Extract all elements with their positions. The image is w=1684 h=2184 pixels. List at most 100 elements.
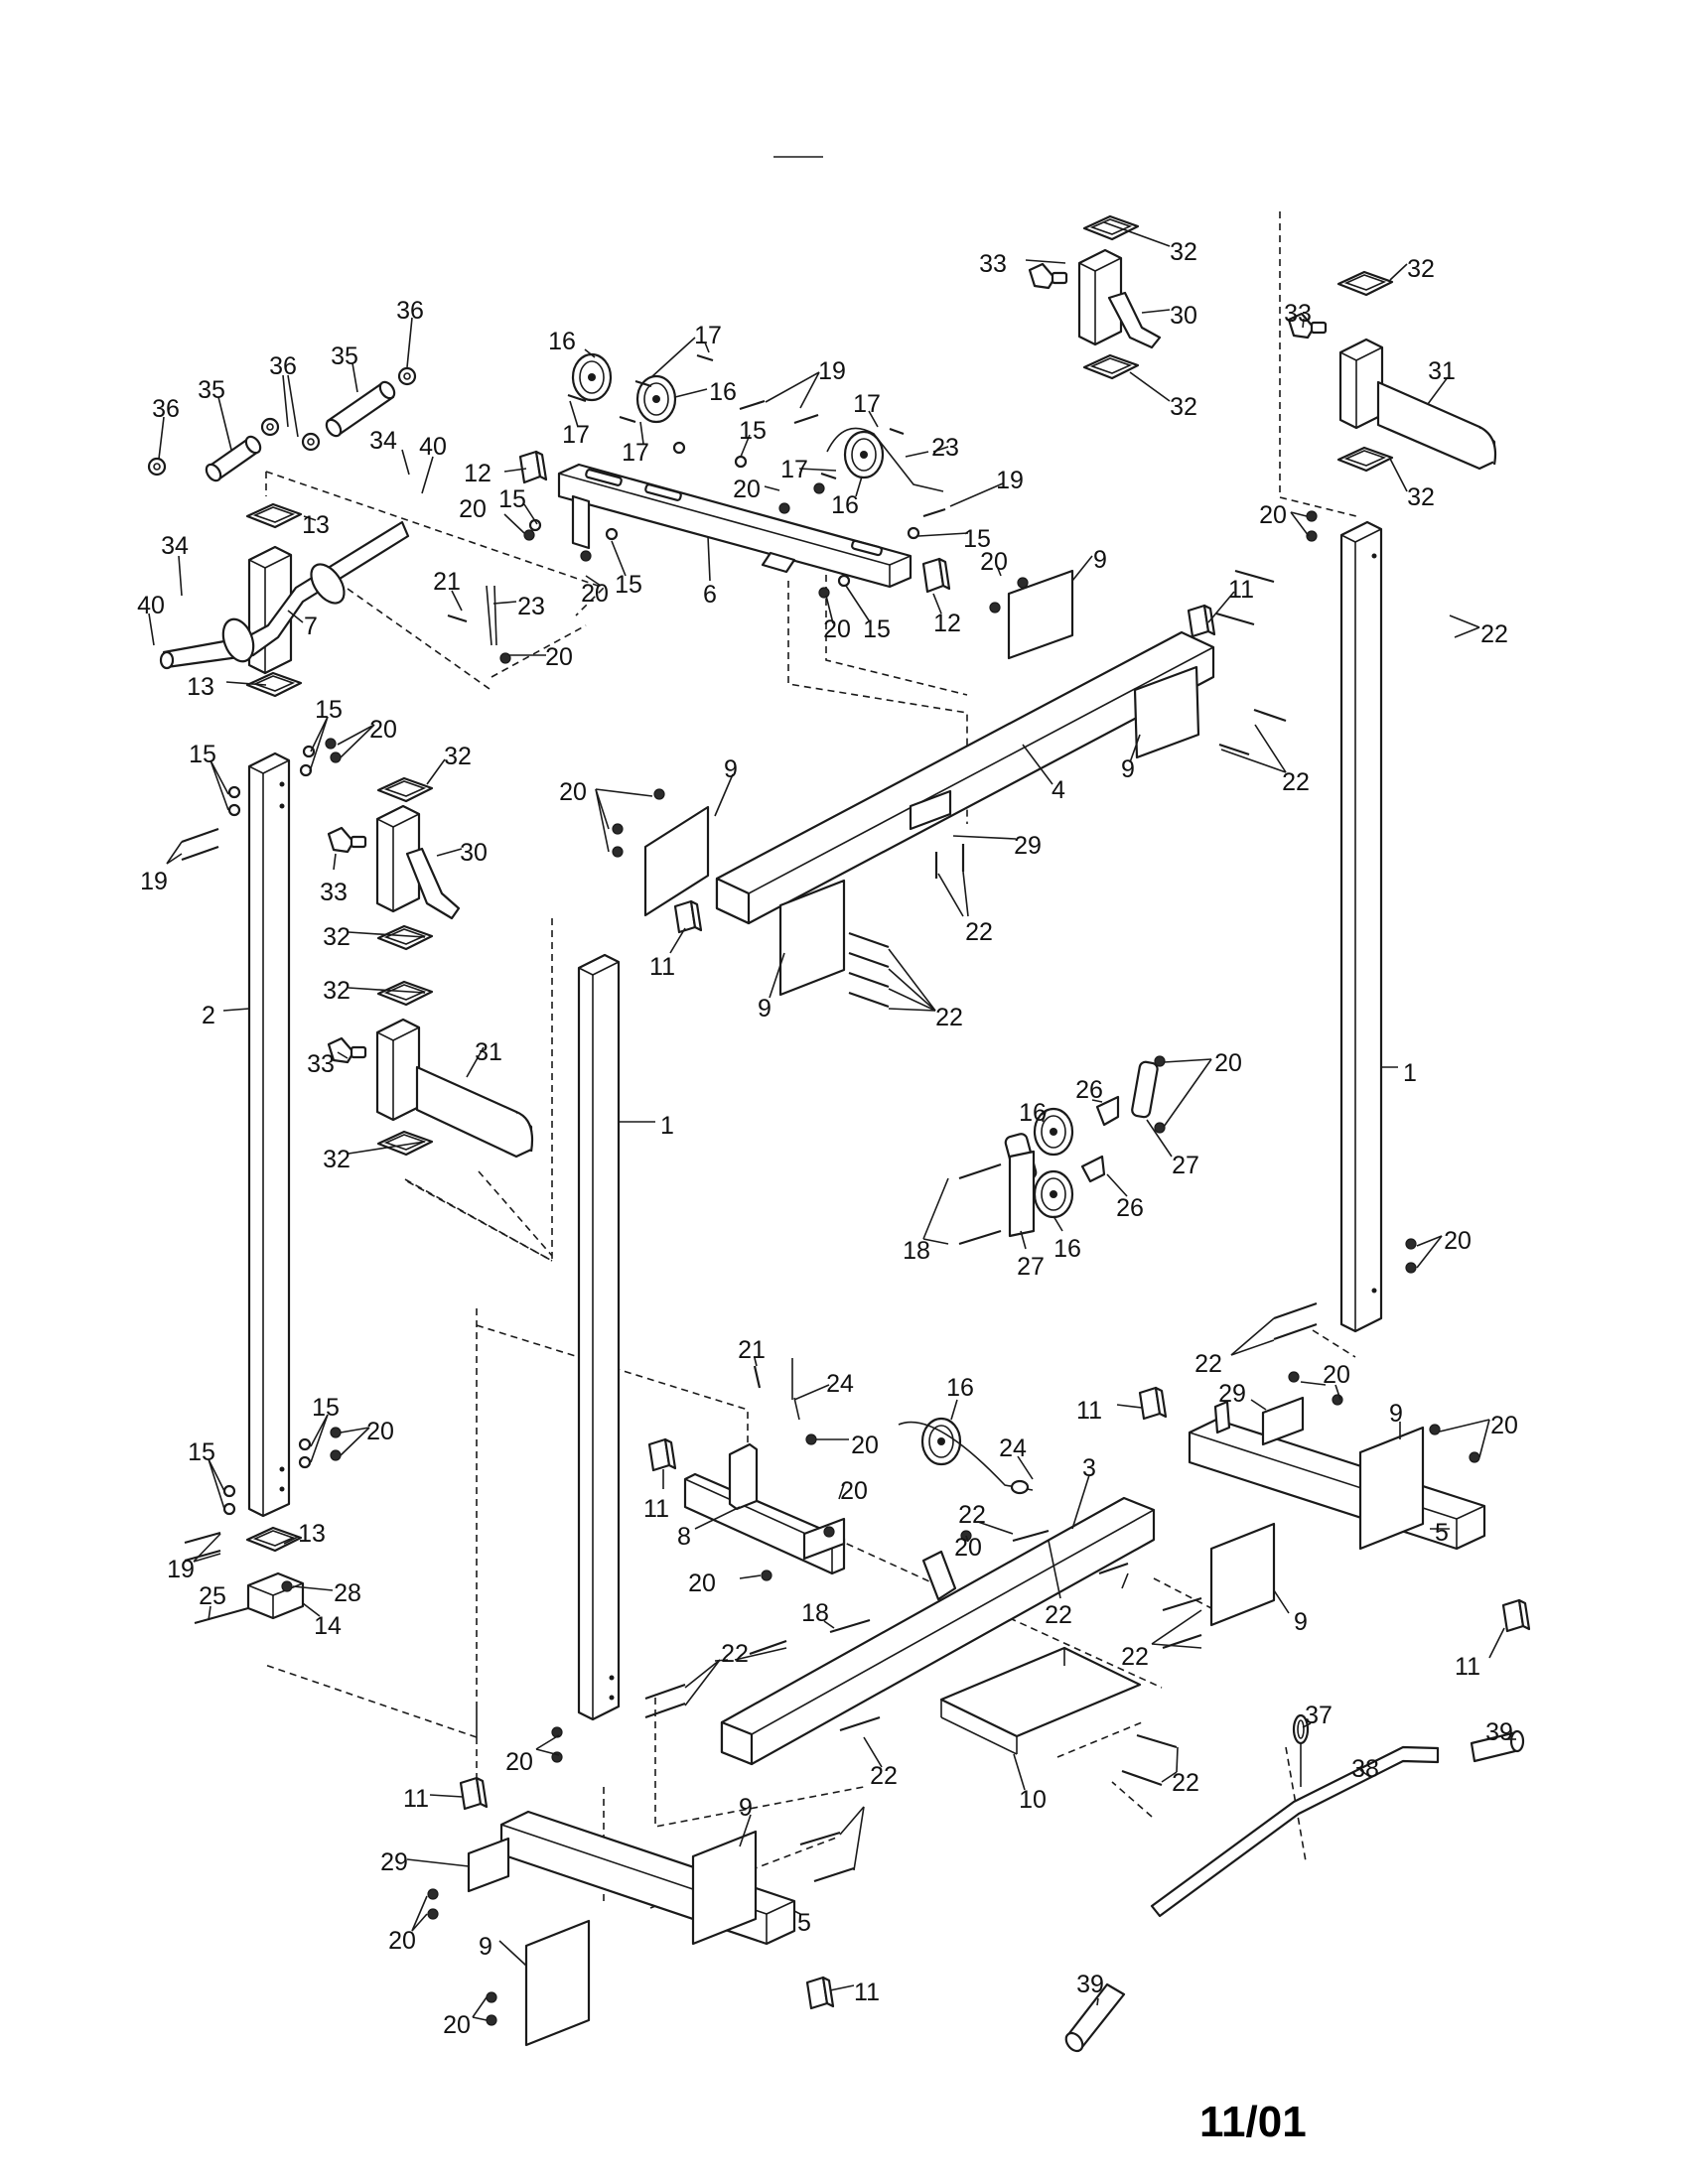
callout-15: 15 <box>312 1394 340 1422</box>
callout-11: 11 <box>1228 576 1254 604</box>
callout-11: 11 <box>403 1785 429 1813</box>
callout-20: 20 <box>840 1477 868 1505</box>
callout-39: 39 <box>1485 1718 1513 1746</box>
callout-19: 19 <box>818 357 846 385</box>
callout-15: 15 <box>863 615 891 643</box>
callout-35: 35 <box>198 376 225 404</box>
callout-22: 22 <box>1121 1643 1149 1671</box>
callout-29: 29 <box>1218 1380 1246 1408</box>
callout-22: 22 <box>1480 620 1508 648</box>
callout-15: 15 <box>188 1438 215 1466</box>
callout-9: 9 <box>1389 1400 1403 1428</box>
callout-10: 10 <box>1019 1786 1047 1814</box>
callout-17: 17 <box>622 439 649 467</box>
callout-22: 22 <box>1194 1350 1222 1378</box>
callout-20: 20 <box>459 495 487 523</box>
callout-22: 22 <box>870 1762 898 1790</box>
callout-8: 8 <box>677 1523 691 1551</box>
callout-40: 40 <box>137 592 165 619</box>
callout-38: 38 <box>1351 1755 1379 1783</box>
callout-22: 22 <box>935 1004 963 1031</box>
callout-22: 22 <box>721 1640 749 1668</box>
callout-36: 36 <box>396 297 424 325</box>
callout-1: 1 <box>660 1112 674 1140</box>
callout-17: 17 <box>853 390 881 418</box>
callout-18: 18 <box>801 1599 829 1627</box>
callout-21: 21 <box>738 1336 766 1364</box>
bracket-plates-9 <box>246 569 1425 2047</box>
roller-pads-35 <box>147 366 417 482</box>
callout-33: 33 <box>1284 300 1312 328</box>
callout-6: 6 <box>703 581 717 609</box>
callout-20: 20 <box>980 548 1008 576</box>
callout-15: 15 <box>315 696 343 724</box>
callout-20: 20 <box>443 2011 471 2039</box>
callout-17: 17 <box>780 456 808 483</box>
cables-and-brackets <box>486 427 1159 1495</box>
callout-32: 32 <box>1407 483 1435 511</box>
callout-11: 11 <box>854 1979 880 2006</box>
callout-12: 12 <box>933 610 961 637</box>
callout-19: 19 <box>140 868 168 895</box>
end-caps <box>245 214 1531 2010</box>
crossbar-4 <box>715 630 1215 925</box>
callout-11: 11 <box>1455 1653 1480 1681</box>
center-base-bar-3 <box>720 1496 1156 1766</box>
upright-left-2 <box>247 751 291 1518</box>
callout-15: 15 <box>739 417 767 445</box>
callout-39: 39 <box>1076 1971 1104 1998</box>
callout-31: 31 <box>1428 357 1456 385</box>
callout-35: 35 <box>331 342 358 370</box>
callout-33: 33 <box>979 250 1007 278</box>
callout-32: 32 <box>1170 238 1197 266</box>
callout-20: 20 <box>559 778 587 806</box>
callout-32: 32 <box>323 1146 351 1173</box>
handle-38 <box>1064 1713 1525 2053</box>
callout-16: 16 <box>548 328 576 355</box>
callout-29: 29 <box>1014 832 1042 860</box>
callout-7: 7 <box>304 613 318 640</box>
callout-16: 16 <box>709 378 737 406</box>
callout-5: 5 <box>797 1909 811 1937</box>
callout-31: 31 <box>475 1038 502 1066</box>
callout-16: 16 <box>831 491 859 519</box>
leader-lines <box>148 221 1516 2021</box>
callout-34: 34 <box>369 427 397 455</box>
callout-27: 27 <box>1172 1152 1199 1179</box>
callout-28: 28 <box>334 1579 361 1607</box>
callout-20: 20 <box>545 643 573 671</box>
knobs-33 <box>327 262 1328 1064</box>
callout-9: 9 <box>1093 546 1107 574</box>
callout-20: 20 <box>505 1748 533 1776</box>
callout-23: 23 <box>517 593 545 620</box>
callout-37: 37 <box>1305 1702 1333 1729</box>
callout-22: 22 <box>1045 1601 1072 1629</box>
callout-19: 19 <box>996 467 1024 494</box>
callout-32: 32 <box>444 743 472 770</box>
callout-29: 29 <box>380 1848 408 1876</box>
callout-3: 3 <box>1082 1454 1096 1482</box>
upright-center-1 <box>577 953 621 1721</box>
callout-20: 20 <box>1214 1049 1242 1077</box>
callout-20: 20 <box>851 1432 879 1459</box>
callout-9: 9 <box>479 1933 492 1961</box>
callout-25: 25 <box>199 1582 226 1610</box>
callout-32: 32 <box>323 923 351 951</box>
callout-20: 20 <box>954 1534 982 1562</box>
plate-10 <box>939 1646 1142 1755</box>
callout-4: 4 <box>1052 776 1065 804</box>
callout-15: 15 <box>615 571 642 599</box>
callout-16: 16 <box>1019 1099 1047 1127</box>
callout-26: 26 <box>1116 1194 1144 1222</box>
callout-32: 32 <box>323 977 351 1005</box>
callout-11: 11 <box>649 953 675 981</box>
pulleys-16 <box>571 352 1074 1466</box>
callout-36: 36 <box>152 395 180 423</box>
callout-5: 5 <box>1435 1519 1449 1547</box>
callout-17: 17 <box>562 421 590 449</box>
callout-11: 11 <box>1076 1397 1102 1425</box>
callout-20: 20 <box>1490 1412 1518 1439</box>
callout-20: 20 <box>1323 1361 1350 1389</box>
callout-20: 20 <box>1444 1227 1472 1255</box>
callout-23: 23 <box>931 434 959 462</box>
